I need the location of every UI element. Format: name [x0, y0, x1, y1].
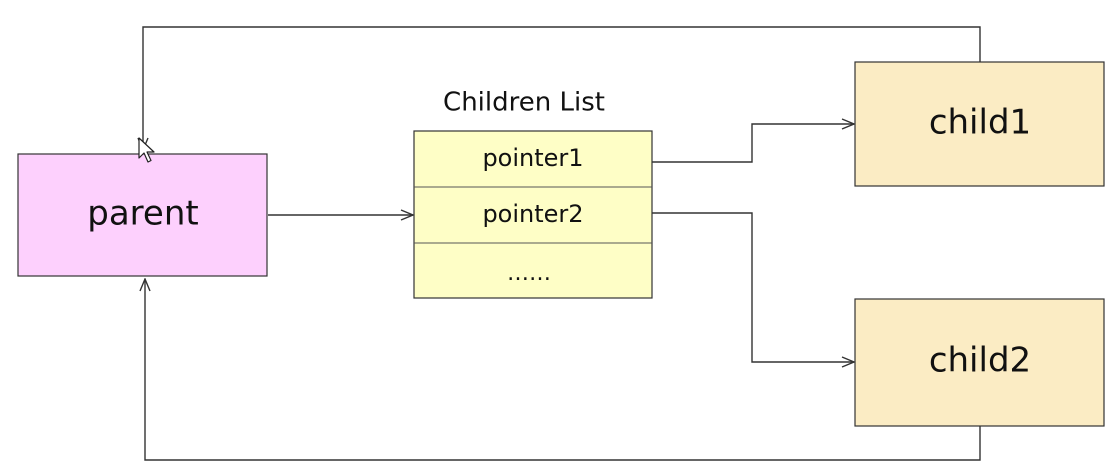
pointer2-to-child2-arrow [652, 212, 854, 362]
list-item-pointer1: pointer1 [482, 144, 583, 172]
pointer1-to-child1-arrow [652, 124, 854, 163]
parent-box [17, 153, 268, 277]
children-list-box [413, 130, 653, 299]
children-list-title: Children List [443, 88, 605, 118]
mouse-cursor-icon [138, 137, 155, 163]
child1-node: child1 [854, 61, 1105, 187]
list-item-ellipsis: …… [507, 261, 551, 286]
child1-box [854, 61, 1105, 187]
list-item-pointer2: pointer2 [482, 200, 583, 228]
parent-node: parent [17, 153, 268, 277]
children-list: pointer1 pointer2 …… [413, 130, 653, 299]
child2-to-parent-connector [145, 279, 981, 461]
parent-label: parent [87, 194, 198, 234]
child2-box [854, 298, 1105, 427]
child1-label: child1 [929, 103, 1031, 143]
child1-to-parent-connector [143, 26, 981, 150]
child2-label: child2 [929, 341, 1031, 381]
child2-node: child2 [854, 298, 1105, 427]
